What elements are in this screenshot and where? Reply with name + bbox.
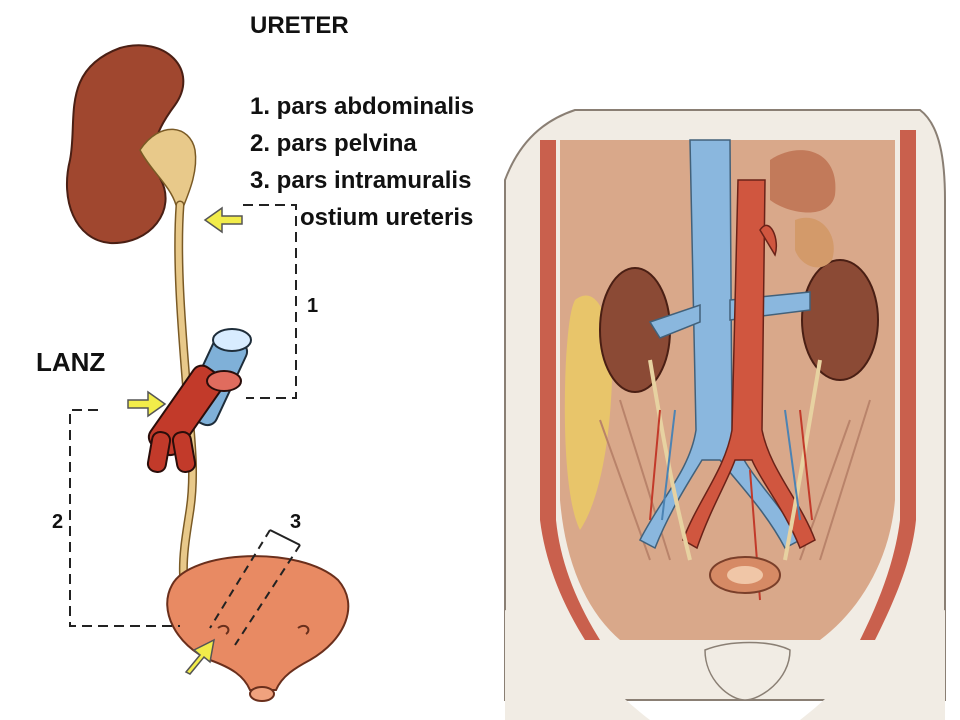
diagram-title: URETER xyxy=(250,12,349,39)
kidney-illustration xyxy=(65,44,185,245)
abdominal-anatomy-illustration xyxy=(504,109,946,720)
part-item-pelvic: 2. pars pelvina xyxy=(250,130,417,157)
arrow-icon xyxy=(127,390,167,418)
segment-number-1: 1 xyxy=(307,295,318,317)
bracket-3 xyxy=(209,529,301,646)
arrow-icon xyxy=(184,638,216,675)
part-item-ostium: ostium ureteris xyxy=(300,204,474,231)
renal-pelvis xyxy=(139,128,197,206)
arrow-icon xyxy=(203,206,243,234)
side-label: LANZ xyxy=(36,347,106,377)
part-item-intramural: 3. pars intramuralis xyxy=(250,167,472,194)
bladder-illustration xyxy=(166,555,350,691)
segment-number-2: 2 xyxy=(52,511,63,533)
bracket-2 xyxy=(69,409,180,627)
bracket-1 xyxy=(243,204,297,399)
segment-number-3: 3 xyxy=(290,511,301,533)
artery-illustration xyxy=(146,364,242,473)
part-item-abdominal: 1. pars abdominalis xyxy=(250,93,475,120)
parts-list: 1. pars abdominalis 2. pars pelvina 3. p… xyxy=(250,88,474,236)
